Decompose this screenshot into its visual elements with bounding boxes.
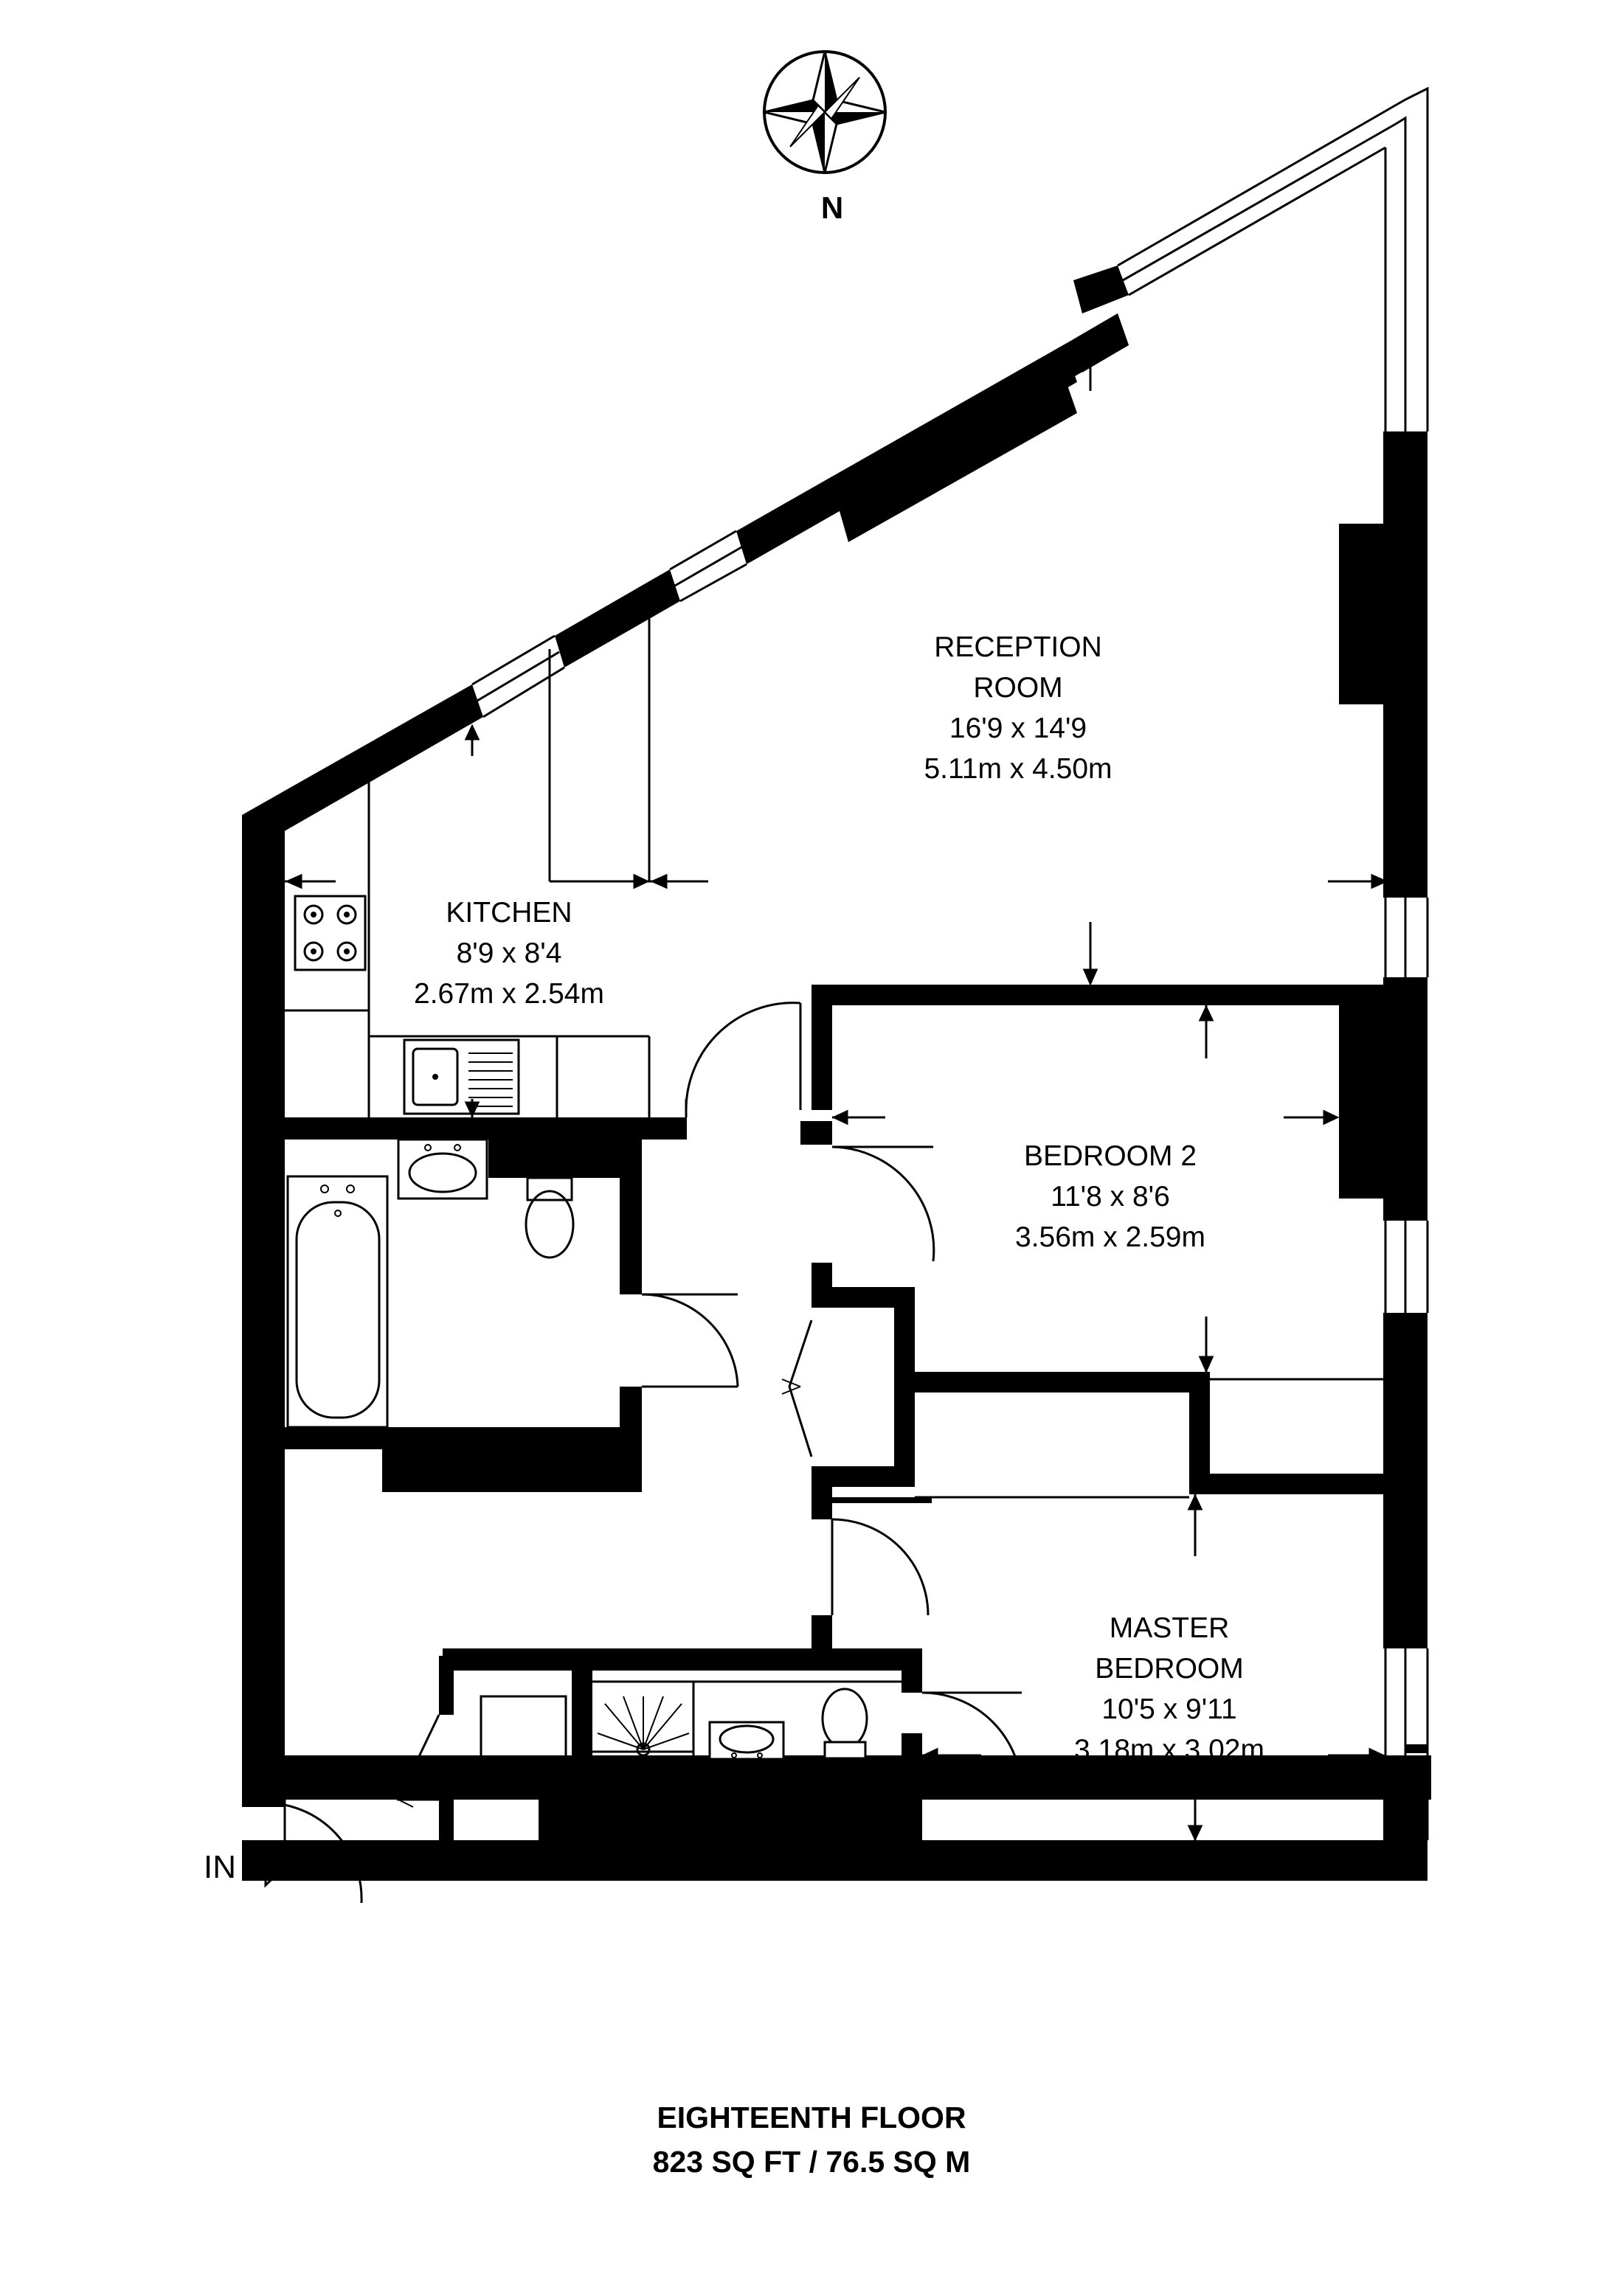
room-master-imperial: 10'5 x 9'11 [1101, 1693, 1236, 1725]
door-kitchen-hall[interactable] [685, 1002, 802, 1117]
washbasin-icon [397, 1138, 488, 1200]
kitchen-counter [285, 612, 651, 1117]
door-entrance[interactable] [257, 1800, 363, 1904]
wall-hall-bottom [443, 1648, 922, 1671]
wall-bath-right [620, 1387, 642, 1490]
shower-icon [592, 1663, 902, 1758]
room-master-bedroom: MASTER BEDROOM 10'5 x 9'11 3.18m x 3.02m [1074, 1612, 1264, 1766]
room-reception-name-2: ROOM [973, 672, 1062, 704]
wall-bedroom2-left-mid [812, 1466, 832, 1519]
wall-diagonal-upper-block [840, 350, 1077, 514]
wall-diagonal-segment [555, 569, 680, 667]
wall-diagonal-upper [1073, 266, 1129, 313]
wall-bedroom2-cupboard-right [1189, 1372, 1210, 1475]
wall-cupboard-lower-left [439, 1800, 454, 1840]
entrance-label: IN [204, 1849, 236, 1885]
room-kitchen: KITCHEN 8'9 x 8'4 2.67m x 2.54m [414, 897, 604, 1010]
door-wardrobe[interactable] [781, 1319, 813, 1457]
wall-wardrobe-right [894, 1287, 915, 1486]
window-diagonal [471, 98, 1406, 718]
room-kitchen-metric: 2.67m x 2.54m [414, 978, 604, 1010]
wall-master-top-left [832, 1497, 932, 1503]
room-reception-name: RECEPTION [934, 631, 1102, 663]
wall-right-segment [1383, 977, 1428, 1221]
door-master-hall[interactable] [831, 1518, 930, 1616]
wall-right-pier [1339, 524, 1385, 704]
door-bathroom[interactable] [641, 1293, 739, 1388]
room-master-metric: 3.18m x 3.02m [1074, 1734, 1264, 1766]
room-reception-imperial: 16'9 x 14'9 [949, 712, 1087, 744]
wall-hall-bottom-right [902, 1648, 922, 1693]
room-kitchen-imperial: 8'9 x 8'4 [457, 937, 562, 969]
toilet-icon [525, 1176, 575, 1259]
room-bedroom2-metric: 3.56m x 2.59m [1015, 1221, 1205, 1253]
wall-diagonal-segment [1073, 313, 1129, 372]
wall-bedroom2-cupboard-top [915, 1372, 1210, 1392]
door-bedroom2[interactable] [831, 1145, 935, 1262]
wall-right-segment [1383, 431, 1428, 898]
room-bedroom2-name: BEDROOM 2 [1024, 1140, 1197, 1172]
door-ensuite[interactable] [921, 1691, 1023, 1793]
wall-bath-top-right [620, 1117, 642, 1294]
wall-bath-bottom-block [382, 1427, 642, 1492]
wall-ensuite-bottom [539, 1758, 922, 1840]
utility-cupboard [480, 1695, 567, 1783]
floor-title: EIGHTEENTH FLOOR [657, 2101, 966, 2134]
room-reception-metric: 5.11m x 4.50m [924, 753, 1112, 785]
compass-rose-icon [763, 50, 887, 174]
wall-cupboard-left [439, 1656, 454, 1715]
wall-bedroom2-bottom [1189, 1474, 1383, 1494]
window-corner-frame [1384, 86, 1429, 431]
hob-icon [294, 895, 367, 971]
wardrobe-bedroom2 [915, 1378, 1383, 1499]
north-label: N [821, 190, 843, 225]
room-bedroom2: BEDROOM 2 11'8 x 8'6 3.56m x 2.59m [1015, 1140, 1205, 1253]
room-master-name: MASTER [1110, 1612, 1230, 1644]
room-master-name-2: BEDROOM [1095, 1653, 1244, 1685]
window-mullion [1405, 1744, 1428, 1753]
ensuite-toilet-icon [821, 1688, 868, 1760]
wall-bath-toilet-niche [488, 1140, 623, 1178]
door-cupboard[interactable] [396, 1714, 440, 1808]
wall-hall-bedroom2-corner [800, 1121, 832, 1145]
room-reception: RECEPTION ROOM 16'9 x 14'9 5.11m x 4.50m [924, 631, 1112, 785]
bathtub-icon [286, 1175, 389, 1429]
wall-diagonal-segment [242, 684, 483, 856]
floor-area: 823 SQ FT / 76.5 SQ M [653, 2145, 971, 2179]
wall-right-pier [1339, 999, 1385, 1199]
wall-bottom-main [242, 1840, 1428, 1881]
wall-bedroom2-top [812, 985, 1383, 1005]
ensuite-washbasin-icon [708, 1721, 785, 1761]
wall-hall-bedroom2-top [812, 985, 832, 1110]
room-bedroom2-imperial: 11'8 x 8'6 [1051, 1181, 1170, 1213]
arrow-right-icon [247, 1854, 283, 1888]
dimension-arrows [285, 333, 1388, 1842]
wall-left-upper [242, 815, 285, 1807]
wall-right-segment [1383, 1313, 1428, 1648]
sink-icon [403, 1038, 520, 1115]
room-kitchen-name: KITCHEN [446, 897, 572, 929]
